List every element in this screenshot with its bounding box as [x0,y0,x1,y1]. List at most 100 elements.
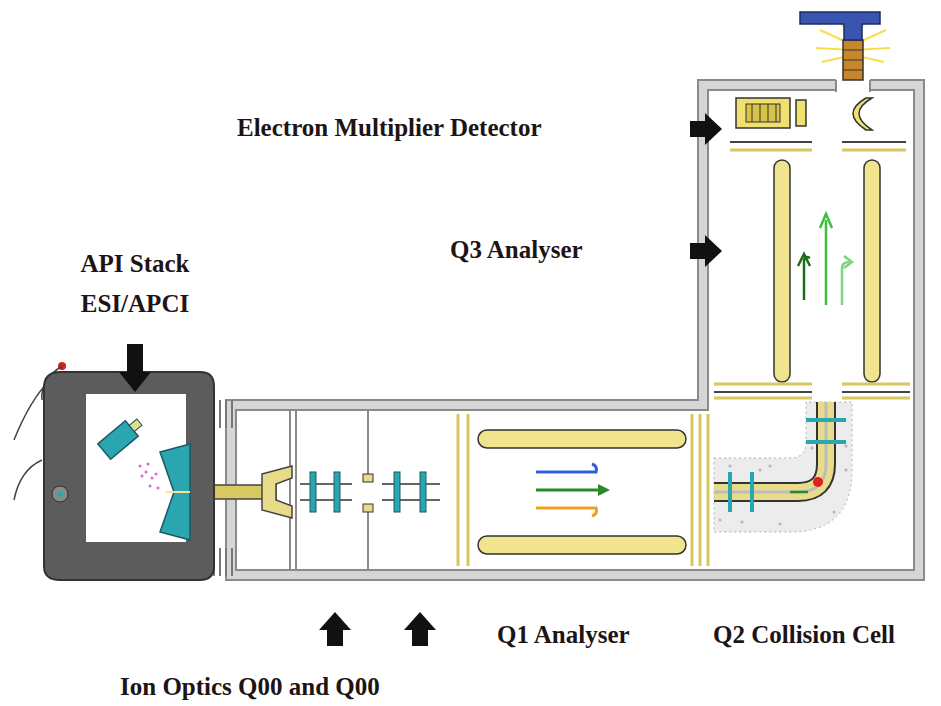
api-source [141,475,144,478]
ion-optics [310,472,426,512]
q3-entrance-lens [714,383,812,386]
api-source [147,463,150,466]
q2-collision-cell [741,521,744,524]
q1-rods [458,414,708,566]
q2-collision-cell [769,465,772,468]
q1-rods [536,508,597,516]
vacuum-housing [226,80,924,580]
part-label: Q3 Analyser [450,235,583,265]
ion-optics [382,499,440,501]
q3-entrance-lens [842,383,910,386]
api-source [14,362,214,580]
q2-collision-cell [845,469,848,472]
api-source [129,419,142,432]
bellows [214,400,232,428]
electron-multiplier [842,141,906,143]
pointer-arrows [319,612,351,646]
q3-rods [842,262,850,305]
electron-multiplier [776,104,777,122]
q2-collision-cell [806,440,846,444]
q2-collision-cell [845,445,848,448]
api-source [57,491,63,497]
part-label: Electron Multiplier Detector [237,113,542,143]
ion-optics [420,472,426,512]
q3-rods [844,256,852,268]
vacuum-housing [236,90,914,570]
api-source [145,471,148,474]
api-source [139,465,142,468]
ion-optics [300,483,352,485]
q1-rods [458,414,708,566]
q2-collision-cell [730,420,846,512]
part-label: Q2 Collision Cell [713,620,895,650]
q3-entrance-lens [714,384,910,398]
vacuum-housing [226,80,924,580]
detector-feedthrough [800,12,890,92]
q1-rods [691,414,694,566]
q3-entrance-lens [842,391,910,393]
pointer-arrows [404,612,436,646]
pointer-arrows [690,113,722,145]
q2-collision-cell [811,447,814,450]
detector-feedthrough [869,80,871,92]
electron-multiplier [768,104,769,122]
ion-optics [367,510,369,570]
electron-multiplier [736,98,790,128]
ion-optics [363,504,373,512]
electron-multiplier [853,98,872,130]
electron-multiplier [730,149,812,152]
q1-rods [707,414,710,566]
ion-optics [334,472,340,512]
api-source [160,444,190,540]
api-source [157,487,160,490]
detector-feedthrough [843,70,863,71]
q3-rods [864,160,880,382]
api-source [166,491,190,493]
ion-optics [295,410,297,570]
ion-optics [300,484,440,500]
detector-feedthrough [843,40,863,80]
ion-optics [382,483,440,485]
ion-optics [290,410,440,570]
detector-feedthrough [843,50,863,51]
q1-rods [478,536,686,554]
q1-rods [536,489,600,492]
ion-optics [367,410,369,476]
detector-feedthrough [835,80,837,92]
pointer-arrows [690,235,722,267]
api-source [139,463,160,490]
electron-multiplier [752,104,753,122]
q2-collision-cell [719,519,722,522]
ion-optics [363,474,373,482]
q2-collision-cell [750,472,754,512]
q2-collision-cell [759,469,762,472]
q2-collision-cell [714,402,852,532]
sampling-cone [262,466,292,518]
api-source [98,414,146,459]
api-source [149,485,152,488]
ion-optics [300,499,352,501]
q3-entrance-lens [842,397,910,400]
api-source [44,372,214,580]
q1-rods [536,464,597,472]
q2-collision-cell [813,477,823,487]
pointer-arrows [119,113,722,646]
q2-collision-cell [806,418,846,422]
q2-collision-cell [779,523,782,526]
detector-feedthrough [800,12,880,40]
part-label: Ion Optics Q00 and Q00 [120,672,380,702]
electron-multiplier [730,141,812,143]
q1-rods [463,484,466,500]
bellows [214,400,232,576]
q3-rods [825,220,828,305]
bellows [214,548,232,576]
q1-rods [457,414,460,566]
q3-rods [820,214,832,228]
part-label: Q1 Analyser [497,620,630,650]
electron-multiplier [842,149,906,152]
pointer-arrows [119,344,151,392]
part-label: API Stack ESI/APCI [50,244,220,324]
electron-multiplier [746,104,780,122]
